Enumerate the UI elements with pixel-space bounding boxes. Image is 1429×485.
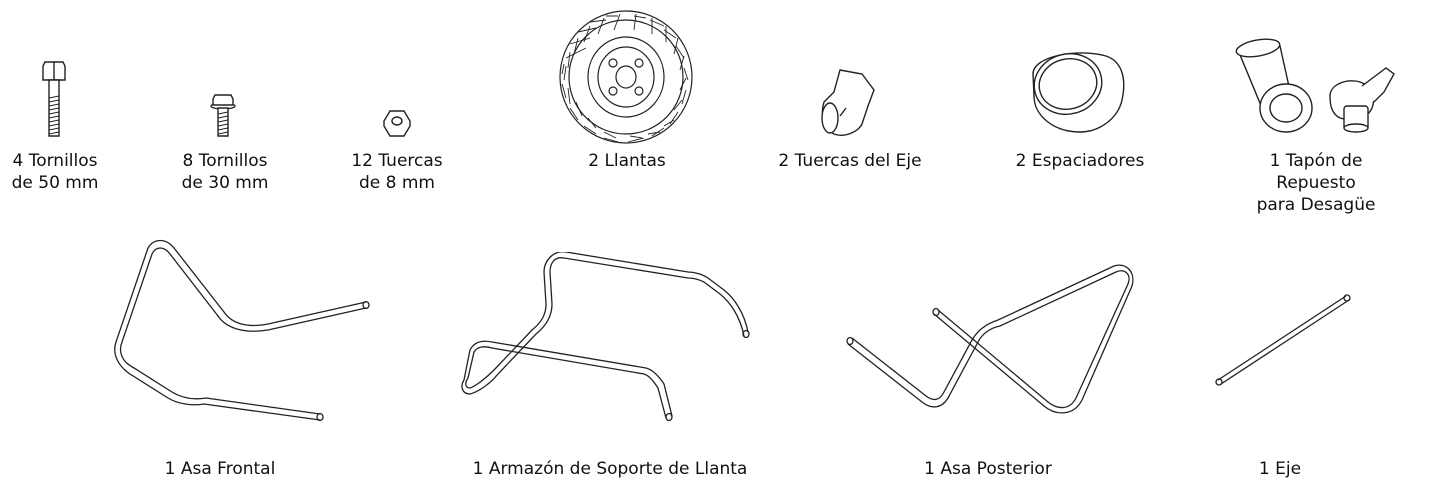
hex-nut-icon [382,108,412,138]
short-bolt-label: 8 Tornillos de 30 mm [181,151,269,193]
wheel-support-frame-icon [456,252,756,422]
wheel-support-frame-label: 1 Armazón de Soporte de Llanta [472,459,748,479]
drain-plug-label: 1 Tapón de Repuesto para Desagüe [1256,151,1376,215]
short-bolt-icon [208,92,238,140]
wheel-label: 2 Llantas [588,151,666,171]
rear-handle-frame-icon [842,264,1142,416]
long-bolt-label: 4 Tornillos de 50 mm [11,151,99,193]
drain-plug-icon [1226,38,1396,138]
hex-nut-label: 12 Tuercas de 8 mm [351,151,443,193]
axle-label: 1 Eje [1258,459,1302,479]
rear-handle-label: 1 Asa Posterior [924,459,1052,479]
spacer-icon [1028,46,1128,136]
axle-nut-icon [818,66,878,138]
axle-rod-icon [1212,290,1352,386]
front-handle-label: 1 Asa Frontal [164,459,276,479]
axle-nut-label: 2 Tuercas del Eje [778,151,922,171]
wheel-icon [556,8,696,146]
spacer-label: 2 Espaciadores [1015,151,1145,171]
long-bolt-icon [36,58,72,140]
front-handle-frame-icon [108,236,378,442]
